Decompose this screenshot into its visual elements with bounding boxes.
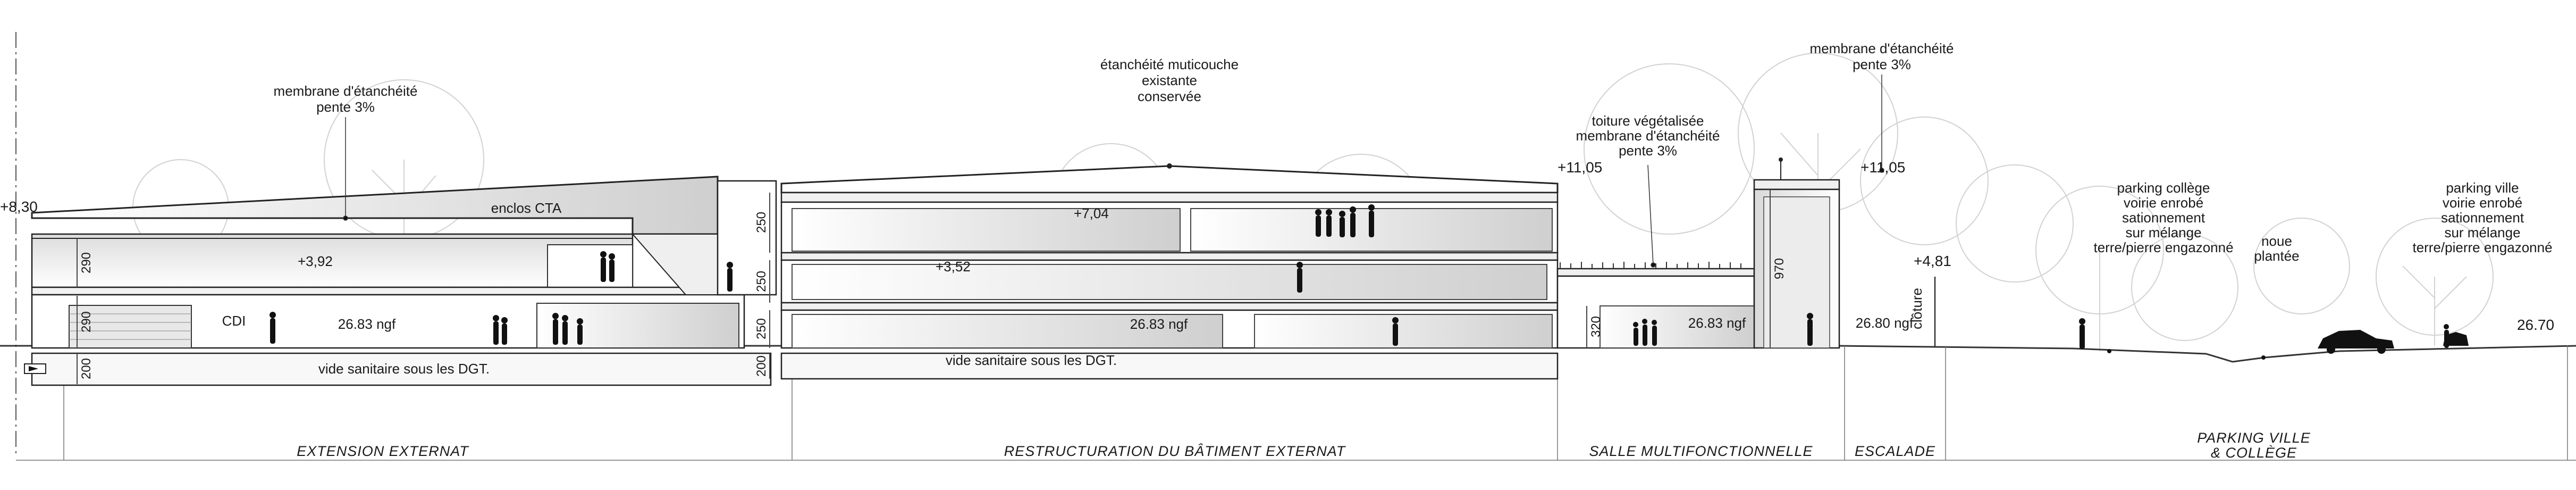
- swale-planted: plantée: [2254, 248, 2299, 264]
- level-1105-right: +11,05: [1861, 159, 1905, 176]
- level-392: +3,92: [298, 253, 333, 269]
- dim-290-lower: 290: [79, 311, 94, 333]
- ground-marks: [2107, 349, 2266, 360]
- parking-college-parking: sationnement: [2122, 210, 2205, 226]
- enclos-cta-label: enclos CTA: [491, 200, 562, 216]
- zone-parking: PARKING VILLE: [2197, 430, 2311, 446]
- zone-labels: EXTENSION EXTERNAT RESTRUCTURATION DU BÂ…: [297, 430, 2311, 461]
- entrance-arrow: [24, 363, 46, 374]
- extension-building: [31, 176, 777, 386]
- zone-escalade: ESCALADE: [1855, 443, 1935, 459]
- dim-200-mid: 200: [754, 355, 769, 377]
- dimension-lines: [77, 189, 1771, 384]
- fence-label: clôture: [1909, 288, 1925, 329]
- zone-restructuration: RESTRUCTURATION DU BÂTIMENT EXTERNAT: [1004, 443, 1346, 459]
- parking-ville-parking: sationnement: [2441, 210, 2524, 226]
- ngf-ground: 26.80 ngf: [1856, 315, 1914, 331]
- parking-college-label: parking collège: [2117, 180, 2210, 196]
- level-markers: +8,30 +11,05 +11,05 +4,81 +7,04 +3,92 +3…: [0, 159, 2554, 333]
- membrane-left-label: membrane d'étanchéité: [274, 83, 418, 99]
- swale-label: noue: [2261, 233, 2292, 249]
- section-base-lines: [16, 346, 2576, 461]
- climbing-wall: [1753, 157, 1840, 349]
- level-481: +4,81: [1914, 253, 1951, 269]
- annotations: membrane d'étanchéité pente 3% étanchéit…: [222, 40, 2553, 377]
- leader-lines: [343, 74, 1884, 268]
- crawlspace-left-label: vide sanitaire sous les DGT.: [318, 361, 490, 377]
- zone-salle: SALLE MULTIFONCTIONNELLE: [1589, 443, 1813, 459]
- membrane-right-slope: pente 3%: [1853, 56, 1911, 72]
- parking-ville-label: parking ville: [2446, 180, 2519, 196]
- green-roof-membrane: membrane d'étanchéité: [1576, 128, 1720, 144]
- zone-parking-college: & COLLÈGE: [2211, 445, 2297, 461]
- multicouche-existing: existante: [1142, 72, 1197, 88]
- crawlspace-mid-label: vide sanitaire sous les DGT.: [946, 352, 1117, 368]
- dim-250-mid: 250: [754, 271, 769, 292]
- ngf-mid: 26.83 ngf: [1130, 316, 1188, 332]
- multicouche-label: étanchéité muticouche: [1100, 56, 1239, 72]
- cdi-label: CDI: [222, 313, 246, 329]
- level-830: +8,30: [0, 198, 38, 215]
- people-figures: [270, 204, 2449, 349]
- parking-ville-road: voirie enrobé: [2443, 195, 2522, 211]
- membrane-right-label: membrane d'étanchéité: [1810, 40, 1954, 56]
- cars: [2318, 330, 2469, 354]
- level-1105-left: +11,05: [1558, 159, 1602, 176]
- parking-college-mix: sur mélange: [2125, 225, 2201, 240]
- dimension-labels: 290 290 200 250 250 250 200 320 970: [79, 212, 1787, 379]
- zone-extension: EXTENSION EXTERNAT: [297, 443, 469, 459]
- ngf-end: 26.70: [2517, 317, 2554, 333]
- level-704: +7,04: [1074, 205, 1109, 221]
- multicouche-kept: conservée: [1138, 88, 1201, 104]
- parking-college-soil: terre/pierre engazonné: [2093, 239, 2233, 255]
- dim-290-upper: 290: [79, 252, 94, 273]
- dim-970: 970: [1772, 258, 1787, 279]
- parking-ville-soil: terre/pierre engazonné: [2412, 239, 2552, 255]
- ngf-left: 26.83 ngf: [338, 316, 396, 332]
- membrane-left-slope: pente 3%: [316, 99, 375, 115]
- dim-200-left: 200: [79, 358, 94, 379]
- dim-250-bottom: 250: [754, 318, 769, 339]
- hall-building: [1556, 262, 1755, 349]
- ngf-right: 26.83 ngf: [1688, 315, 1746, 331]
- dim-250-top: 250: [754, 212, 769, 233]
- parking-ville-mix: sur mélange: [2444, 225, 2520, 240]
- existing-building: [780, 163, 1559, 380]
- parking-college-road: voirie enrobé: [2124, 195, 2203, 211]
- level-352: +3,52: [936, 259, 971, 275]
- green-roof-slope: pente 3%: [1619, 143, 1677, 159]
- dim-320: 320: [1589, 316, 1603, 337]
- background-trees: [132, 53, 2494, 351]
- green-roof-label: toiture végétalisée: [1592, 113, 1704, 129]
